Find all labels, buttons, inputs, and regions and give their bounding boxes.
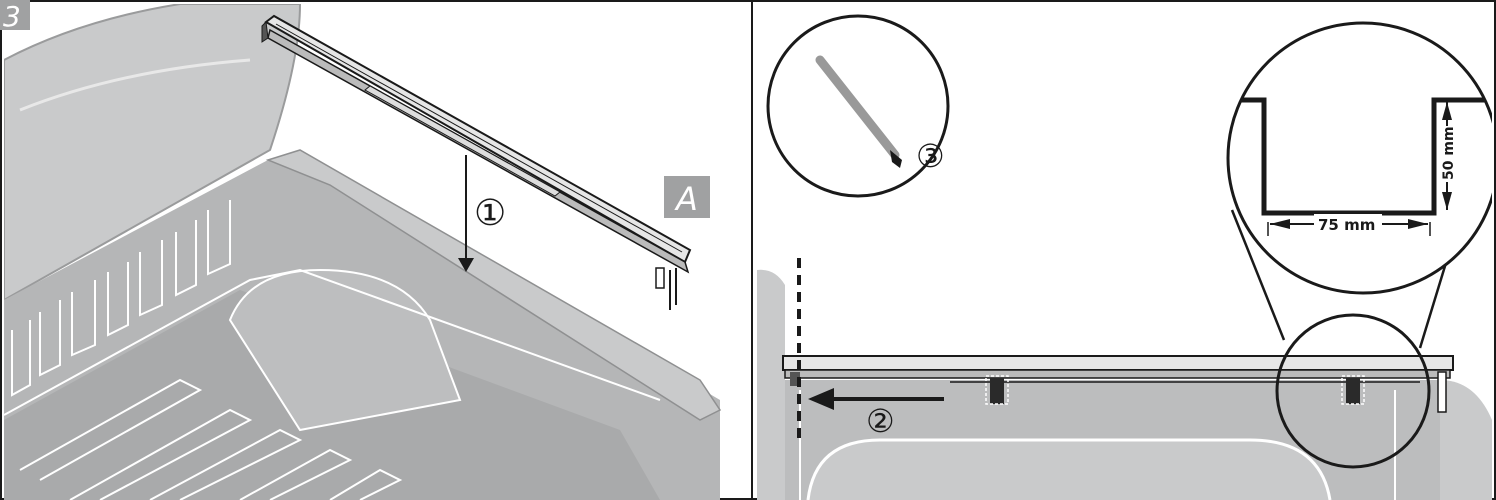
front-wall-ribs: [11, 200, 231, 397]
zoom-connector-left: [1230, 209, 1286, 341]
notch-detail: [1228, 97, 1492, 216]
step-callout-2: ②: [866, 402, 895, 440]
rail-part-a: [261, 14, 692, 310]
truck-side-right: [1440, 380, 1492, 500]
zoom-source-circle: [1275, 313, 1431, 469]
bed-floor-ribs: [19, 378, 403, 500]
wheel-arch: [228, 268, 462, 432]
part-label: A: [674, 180, 698, 218]
zoom-detail-circle: [1226, 21, 1492, 295]
step-number-box: [0, 0, 30, 30]
dimension-height: 50 mm: [1441, 126, 1457, 180]
dimension-width: 75 mm: [1318, 216, 1375, 234]
left-arrow-head: [808, 388, 834, 410]
left-panel: [4, 4, 722, 500]
wheel-arch-right: [806, 438, 1332, 500]
bed-side-rail: [265, 149, 722, 421]
step-number: 3: [3, 0, 21, 33]
pencil-icon: [815, 55, 902, 168]
truck-cab: [4, 4, 302, 302]
rail-installed: [782, 355, 1454, 413]
part-label-box: [664, 176, 710, 218]
down-arrow-head: [458, 258, 474, 272]
step-callout-3: ③: [916, 137, 945, 175]
truck-side-left: [757, 269, 785, 500]
right-panel: 75 mm 50 mm: [757, 14, 1492, 500]
step-callout-1: ①: [474, 193, 506, 234]
